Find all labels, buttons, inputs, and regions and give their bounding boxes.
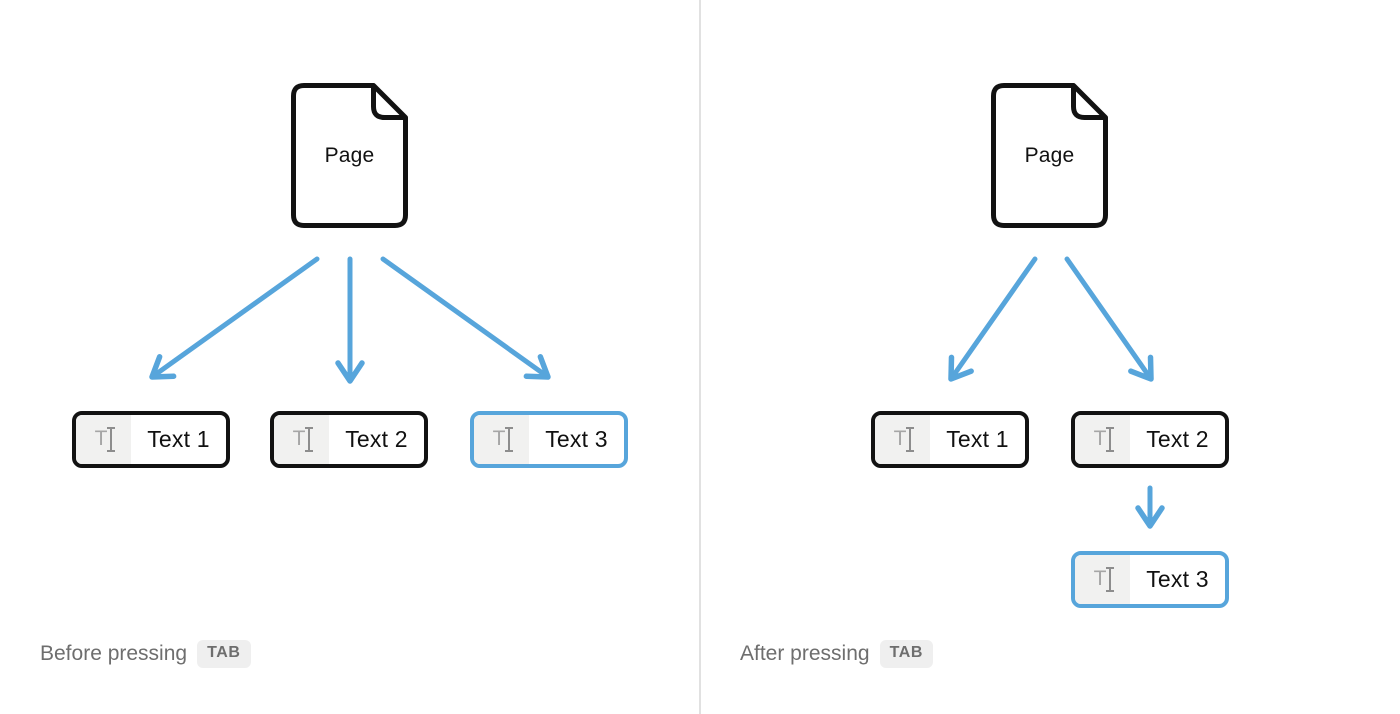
text-cursor-icon: T xyxy=(1075,555,1130,604)
page-label: Page xyxy=(1024,143,1075,167)
ibeam-cursor-icon xyxy=(107,427,116,452)
caption-before: Before pressing TAB xyxy=(40,640,251,668)
arrow-after-page-to-text1 xyxy=(948,256,1038,382)
ibeam-cursor-icon xyxy=(906,427,915,452)
text-cursor-t-glyph: T xyxy=(893,427,907,450)
text-cursor-icon: T xyxy=(875,415,930,464)
text-block-label: Text 2 xyxy=(1146,426,1209,452)
text-block-after-text3-indented: T Text 3 xyxy=(1071,551,1229,608)
text-cursor-icon: T xyxy=(274,415,329,464)
text-cursor-t-glyph: T xyxy=(94,427,108,450)
panel-divider xyxy=(699,0,701,714)
text-block-before-text1: T Text 1 xyxy=(72,411,230,468)
arrow-before-page-to-text1 xyxy=(149,256,320,380)
text-block-label: Text 3 xyxy=(1146,566,1209,592)
ibeam-cursor-icon xyxy=(1106,427,1115,452)
text-block-before-text2: T Text 2 xyxy=(270,411,428,468)
text-cursor-icon: T xyxy=(1075,415,1130,464)
document-icon xyxy=(991,83,1108,228)
text-cursor-t-glyph: T xyxy=(1093,567,1107,590)
text-block-before-text3-selected: T Text 3 xyxy=(470,411,628,468)
text-cursor-t-glyph: T xyxy=(1093,427,1107,450)
text-cursor-icon: T xyxy=(474,415,529,464)
ibeam-cursor-icon xyxy=(305,427,314,452)
caption-after: After pressing TAB xyxy=(740,640,934,668)
arrow-before-page-to-text3 xyxy=(380,256,551,380)
document-icon xyxy=(291,83,408,228)
caption-before-text: Before pressing xyxy=(40,642,188,665)
arrow-after-page-to-text2 xyxy=(1064,256,1154,382)
text-cursor-icon: T xyxy=(76,415,131,464)
text-block-label: Text 1 xyxy=(946,426,1009,452)
page-label: Page xyxy=(324,143,375,167)
text-block-after-text1: T Text 1 xyxy=(871,411,1029,468)
text-block-label: Text 3 xyxy=(545,426,608,452)
text-cursor-t-glyph: T xyxy=(492,427,506,450)
page-icon-before: Page xyxy=(291,83,408,228)
caption-after-text: After pressing xyxy=(740,642,870,665)
tab-key-badge: TAB xyxy=(879,640,934,668)
text-block-label: Text 2 xyxy=(345,426,408,452)
page-icon-after: Page xyxy=(991,83,1108,228)
text-block-after-text2: T Text 2 xyxy=(1071,411,1229,468)
text-block-label: Text 1 xyxy=(147,426,210,452)
ibeam-cursor-icon xyxy=(505,427,514,452)
text-cursor-t-glyph: T xyxy=(292,427,306,450)
ibeam-cursor-icon xyxy=(1106,567,1115,592)
tab-key-badge: TAB xyxy=(197,640,251,668)
